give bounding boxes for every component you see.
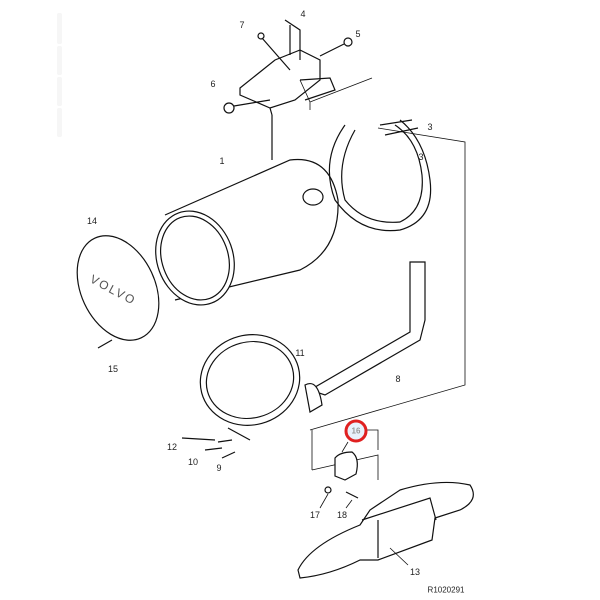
- callout-9[interactable]: 9: [216, 463, 222, 473]
- nut-6: [223, 102, 235, 114]
- support-arm: [304, 261, 426, 413]
- nut-7: [257, 32, 265, 40]
- clamp-band: [199, 334, 301, 443]
- callout-7[interactable]: 7: [239, 20, 245, 30]
- reference-code: R1020291: [427, 585, 465, 595]
- callout-5[interactable]: 5: [355, 29, 361, 39]
- callout-15[interactable]: 15: [107, 364, 119, 374]
- pipe-clamp: [319, 441, 359, 509]
- faded-panel: [57, 108, 62, 137]
- mounting-bracket: [239, 19, 336, 116]
- callout-11[interactable]: 11: [295, 348, 305, 358]
- callout-3[interactable]: 3: [427, 122, 433, 132]
- callout-18[interactable]: 18: [336, 510, 348, 520]
- callout-1[interactable]: 1: [219, 156, 225, 166]
- callout-14[interactable]: 14: [86, 216, 98, 226]
- bolt-5: [343, 37, 353, 47]
- callout-12[interactable]: 12: [166, 442, 178, 452]
- faded-panel: [57, 46, 62, 75]
- callout-10[interactable]: 10: [187, 457, 199, 467]
- faded-panel: [57, 77, 62, 106]
- callout-4[interactable]: 4: [300, 9, 306, 19]
- callout-3b[interactable]: 3: [418, 152, 424, 162]
- callout-16-highlighted[interactable]: 16: [351, 426, 361, 436]
- exhaust-pipe: [297, 481, 474, 579]
- callout-17[interactable]: 17: [309, 510, 321, 520]
- highlight-ring: [344, 419, 368, 443]
- callout-6[interactable]: 6: [210, 79, 216, 89]
- callout-8[interactable]: 8: [395, 374, 401, 384]
- end-cover-plate: [76, 235, 160, 341]
- muffler-cylinder: [155, 158, 339, 306]
- callout-13[interactable]: 13: [409, 567, 421, 577]
- faded-panel: [57, 13, 62, 44]
- mounting-straps: [328, 119, 432, 232]
